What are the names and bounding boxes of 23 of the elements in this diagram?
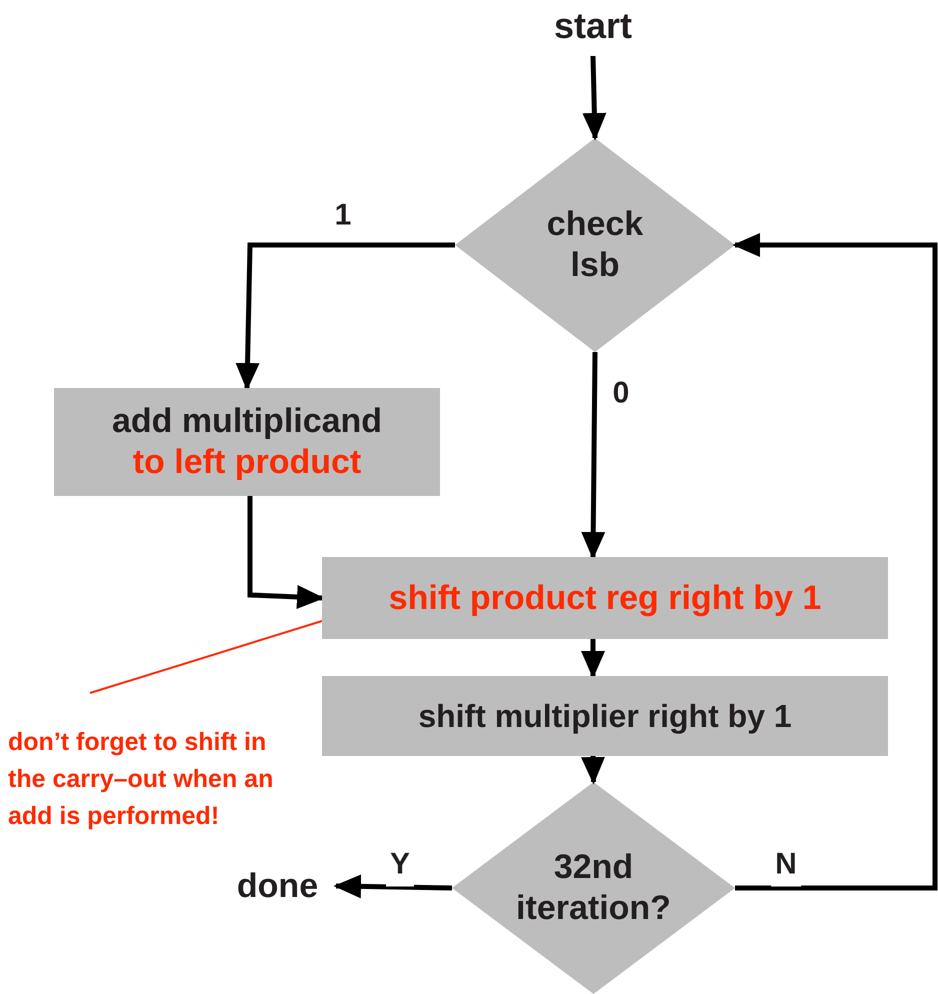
decision-text: 32nd iteration?: [515, 847, 672, 929]
arrow: [248, 496, 324, 609]
arrow: [582, 56, 606, 140]
decision-diamond: [455, 138, 735, 352]
step-text: shift multiplier right by 1: [418, 696, 792, 736]
step-text: shift product reg right by 1: [388, 578, 822, 618]
arrow: [581, 639, 605, 678]
arrow: [334, 874, 452, 898]
note-text: don’t forget to shift in the carry–out when an add is performed!: [8, 726, 274, 832]
arrow: [236, 242, 455, 390]
process-box: [54, 388, 440, 496]
decision-diamond: [452, 782, 735, 994]
decision-text: check lsb: [546, 204, 644, 286]
leader-line: [90, 620, 322, 694]
arrow: [732, 233, 938, 890]
step-text: add multiplicand: [112, 401, 382, 442]
process-box: [322, 557, 888, 639]
end-label: done: [236, 866, 318, 906]
start-label: start: [554, 4, 632, 48]
process-box: [322, 676, 888, 756]
arrow: [581, 756, 606, 784]
arrow: [581, 352, 606, 560]
step-text: to left product: [132, 442, 362, 483]
